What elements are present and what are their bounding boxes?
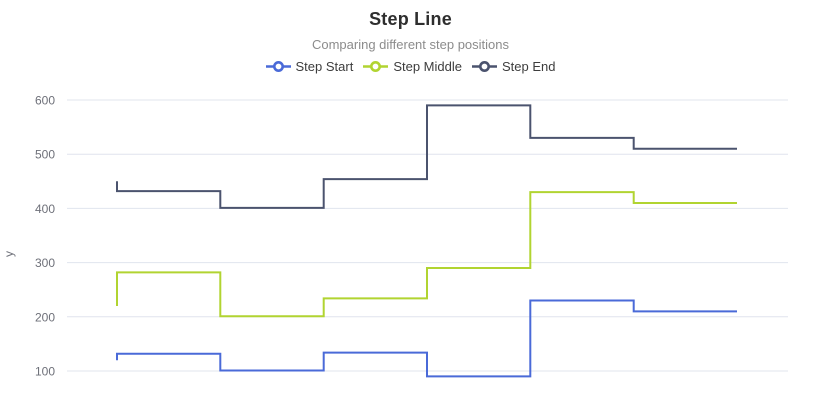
legend-label: Step Middle — [393, 59, 462, 74]
legend-item-step-middle[interactable]: Step Middle — [363, 59, 462, 74]
legend-item-step-end[interactable]: Step End — [471, 59, 556, 74]
chart-subtitle: Comparing different step positions — [311, 37, 510, 52]
y-tick-label: 300 — [35, 256, 55, 270]
y-tick-label: 500 — [35, 148, 55, 162]
legend: Step Start Step Middle Step End — [0, 59, 821, 74]
legend-label: Step Start — [295, 59, 354, 74]
y-tick-label: 400 — [35, 202, 55, 216]
legend-circle — [370, 61, 382, 72]
series-line-step-middle[interactable] — [116, 191, 737, 318]
y-tick-label: 600 — [35, 94, 55, 108]
legend-label: Step End — [501, 59, 556, 74]
line-series-icon — [265, 61, 291, 72]
line-series-icon — [363, 61, 389, 72]
line-series-icon — [471, 61, 497, 72]
series-line-step-start[interactable] — [116, 299, 737, 378]
legend-circle — [272, 61, 284, 72]
y-axis-title: y — [2, 251, 16, 257]
series-line-step-end[interactable] — [116, 104, 737, 209]
chart-title: Step Line — [369, 9, 452, 29]
legend-circle — [478, 61, 490, 72]
y-tick-label: 200 — [35, 310, 55, 324]
legend-item-step-start[interactable]: Step Start — [265, 59, 354, 74]
y-tick-label: 100 — [35, 365, 55, 379]
